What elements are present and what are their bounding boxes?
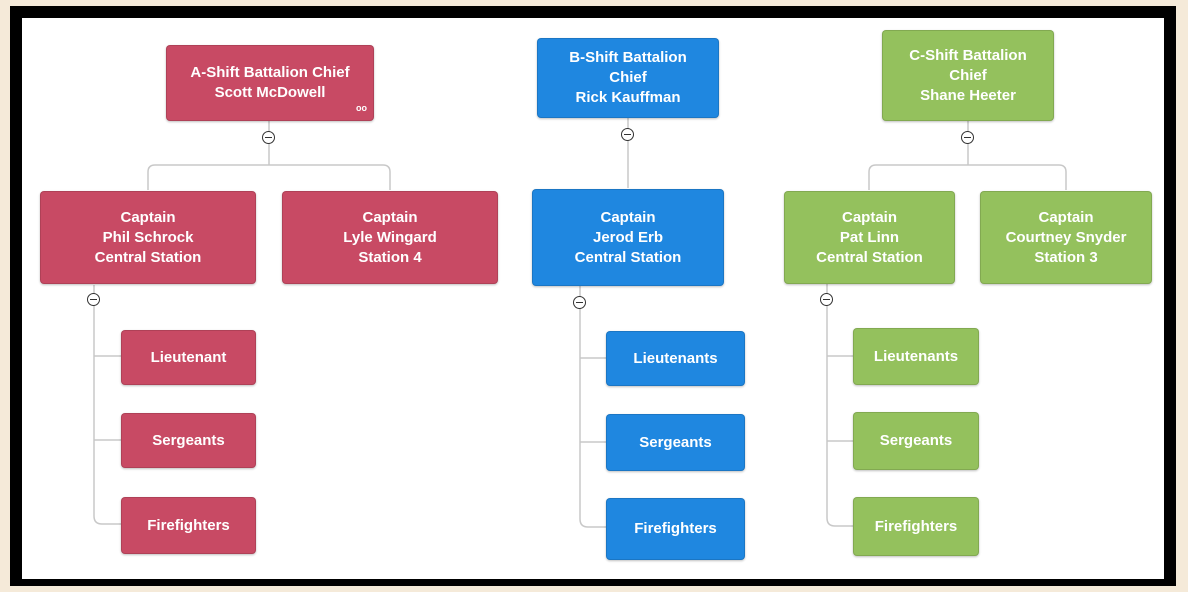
a-captain-schrock-node[interactable]: Captain Phil Schrock Central Station: [40, 191, 256, 284]
node-name: Shane Heeter: [920, 86, 1016, 104]
node-label: Sergeants: [879, 432, 953, 449]
node-label: Lieutenant: [150, 348, 227, 366]
c-lieutenants-node[interactable]: Lieutenants: [853, 328, 979, 385]
b-shift-chief-node[interactable]: B-Shift Battalion Chief Rick Kauffman: [537, 38, 719, 118]
node-name: Jerod Erb: [592, 228, 664, 246]
node-label: Firefighters: [874, 517, 958, 535]
collapse-c-captain-toggle[interactable]: [820, 293, 833, 306]
node-name: Courtney Snyder: [1005, 228, 1127, 246]
node-label: Lieutenants: [873, 347, 959, 365]
node-station: Station 4: [358, 248, 422, 266]
node-label: Firefighters: [634, 520, 717, 537]
node-name: Scott McDowell: [214, 84, 326, 101]
a-firefighters-node[interactable]: Firefighters: [121, 497, 256, 554]
connector-b-ranks: [579, 286, 606, 528]
a-captain-wingard-node[interactable]: Captain Lyle Wingard Station 4: [282, 191, 498, 284]
node-title-cont: Chief: [609, 69, 647, 86]
collapse-b-chief-toggle[interactable]: [621, 128, 634, 141]
collapse-a-chief-toggle[interactable]: [262, 131, 275, 144]
node-label: Sergeants: [152, 431, 225, 449]
node-title: B-Shift Battalion: [569, 49, 687, 66]
node-name: Rick Kauffman: [575, 89, 681, 106]
node-name: Lyle Wingard: [343, 228, 437, 246]
node-title: Captain: [120, 208, 176, 226]
b-sergeants-node[interactable]: Sergeants: [606, 414, 745, 471]
node-title: Captain: [600, 208, 656, 226]
b-captain-erb-node[interactable]: Captain Jerod Erb Central Station: [532, 189, 724, 286]
collapse-b-captain-toggle[interactable]: [573, 296, 586, 309]
a-shift-chief-node[interactable]: A-Shift Battalion Chief Scott McDowell o…: [166, 45, 374, 121]
collapse-c-chief-toggle[interactable]: [961, 131, 974, 144]
node-label: Firefighters: [147, 516, 230, 534]
glasses-icon[interactable]: oo: [356, 103, 367, 113]
node-label: Lieutenants: [633, 349, 718, 367]
collapse-a-captain-toggle[interactable]: [87, 293, 100, 306]
c-captain-linn-node[interactable]: Captain Pat Linn Central Station: [784, 191, 955, 284]
b-lieutenants-node[interactable]: Lieutenants: [606, 331, 745, 386]
node-title: C-Shift Battalion: [909, 46, 1027, 64]
connector-c-ranks: [826, 284, 853, 527]
node-title-cont: Chief: [949, 66, 987, 84]
node-title: Captain: [841, 208, 897, 226]
node-station: Central Station: [816, 248, 923, 266]
node-title: A-Shift Battalion Chief: [190, 64, 350, 81]
node-station: Central Station: [94, 248, 202, 266]
node-name: Phil Schrock: [102, 228, 194, 246]
node-station: Central Station: [574, 248, 682, 266]
node-title: Captain: [1038, 208, 1094, 226]
node-station: Station 3: [1034, 248, 1098, 266]
node-title: Captain: [362, 208, 418, 226]
a-lieutenant-node[interactable]: Lieutenant: [121, 330, 256, 385]
connector-a-ranks: [93, 285, 121, 525]
c-sergeants-node[interactable]: Sergeants: [853, 412, 979, 470]
c-shift-chief-node[interactable]: C-Shift Battalion Chief Shane Heeter: [882, 30, 1054, 121]
c-captain-snyder-node[interactable]: Captain Courtney Snyder Station 3: [980, 191, 1152, 284]
b-firefighters-node[interactable]: Firefighters: [606, 498, 745, 560]
c-firefighters-node[interactable]: Firefighters: [853, 497, 979, 556]
a-sergeants-node[interactable]: Sergeants: [121, 413, 256, 468]
node-name: Pat Linn: [839, 228, 900, 246]
node-label: Sergeants: [639, 433, 712, 451]
